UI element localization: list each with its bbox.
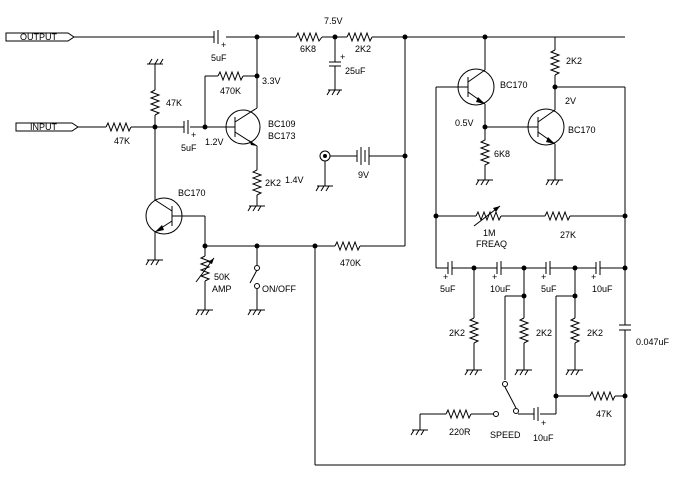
capacitor-c2: + bbox=[492, 261, 502, 282]
ground-switch bbox=[247, 309, 265, 316]
c4-label: 10uF bbox=[592, 284, 613, 294]
resistor-2k2-emitter bbox=[251, 169, 263, 196]
rail-voltage-label: 7.5V bbox=[324, 16, 343, 26]
q-amp-label: BC170 bbox=[178, 188, 206, 198]
svg-text:+: + bbox=[443, 272, 448, 282]
switch-speed-label: SPEED bbox=[490, 430, 521, 440]
capacitor-25uf: + bbox=[326, 37, 345, 96]
ground-shunt-1 bbox=[464, 369, 482, 376]
output-port: OUTPUT bbox=[5, 32, 75, 42]
resistor-47k-input bbox=[105, 121, 132, 133]
c1-label: 5uF bbox=[440, 284, 456, 294]
c-047-label: 0.047uF bbox=[636, 337, 670, 347]
r-q2-c-label: 2K2 bbox=[566, 56, 582, 66]
battery-label: 9V bbox=[358, 170, 369, 180]
c-out-label: 5uF bbox=[211, 53, 227, 63]
transistor-q-osc1 bbox=[436, 68, 495, 106]
switch-onoff-label: ON/OFF bbox=[262, 284, 296, 294]
ground-shunt-2 bbox=[514, 369, 532, 376]
capacitor-c-out: + bbox=[213, 30, 226, 50]
r-s1-label: 2K2 bbox=[449, 328, 465, 338]
capacitor-c3: + bbox=[541, 261, 551, 282]
c-speed-label: 10uF bbox=[533, 433, 554, 443]
ground-osc1 bbox=[475, 179, 493, 186]
transistor-q1 bbox=[225, 107, 261, 147]
resistor-27k bbox=[544, 210, 571, 222]
switch-speed bbox=[493, 386, 519, 417]
ground-amp-pot bbox=[195, 309, 213, 316]
output-port-label: OUTPUT bbox=[20, 32, 58, 42]
q-osc1-emitter-voltage: 0.5V bbox=[455, 118, 474, 128]
c3-label: 5uF bbox=[541, 284, 557, 294]
q-osc2-label: BC170 bbox=[568, 125, 596, 135]
input-port-label: INPUT bbox=[30, 122, 58, 132]
r-fb-label: 470K bbox=[220, 86, 241, 96]
r-q1-e-label: 2K2 bbox=[265, 178, 281, 188]
c2-label: 10uF bbox=[490, 284, 511, 294]
r-220-label: 220R bbox=[449, 427, 471, 437]
resistor-shunt-1 bbox=[468, 317, 480, 344]
ground-bias-top bbox=[147, 58, 164, 65]
capacitor-c-in: + bbox=[183, 120, 196, 140]
resistor-6k8-osc bbox=[479, 127, 491, 180]
ground-q1-emitter bbox=[247, 205, 265, 212]
capacitor-c4: + bbox=[591, 261, 601, 282]
top-rail bbox=[74, 34, 625, 40]
resistor-470k-bottom bbox=[334, 240, 361, 252]
pot-amp-name: AMP bbox=[212, 284, 232, 294]
ground-osc2 bbox=[545, 179, 563, 186]
q2-collector-voltage: 2V bbox=[565, 96, 576, 106]
svg-text:+: + bbox=[591, 272, 596, 282]
svg-text:+: + bbox=[340, 52, 345, 62]
pot-amp-value: 50K bbox=[214, 272, 230, 282]
r-out-label: 6K8 bbox=[300, 44, 316, 54]
battery-9v bbox=[315, 147, 405, 192]
capacitor-c1: + bbox=[443, 261, 453, 282]
svg-text:+: + bbox=[541, 272, 546, 282]
input-port: INPUT bbox=[15, 122, 79, 132]
q1-emitter-voltage: 1.4V bbox=[285, 175, 304, 185]
ground-q-amp bbox=[145, 259, 163, 266]
r-s3-label: 2K2 bbox=[587, 328, 603, 338]
r-6k8-label: 6K8 bbox=[494, 149, 510, 159]
r-27k-label: 27K bbox=[560, 230, 576, 240]
transistor-q-amp bbox=[145, 197, 184, 235]
ground-220r bbox=[410, 429, 428, 436]
resistor-shunt-3 bbox=[569, 317, 581, 344]
r-470k-label: 470K bbox=[340, 258, 361, 268]
svg-text:+: + bbox=[492, 272, 497, 282]
r-bias-label: 47K bbox=[166, 98, 182, 108]
pot-freaq-name: FREAQ bbox=[476, 239, 507, 249]
ground-shunt-3 bbox=[565, 369, 583, 376]
resistor-2k2-osc bbox=[549, 49, 561, 76]
resistor-220r bbox=[445, 408, 472, 420]
resistor-470k-feedback bbox=[217, 70, 244, 82]
resistor-47k-bias bbox=[149, 89, 161, 116]
capacitor-speed: + bbox=[533, 407, 546, 428]
c-in-label: 5uF bbox=[181, 143, 197, 153]
q1-alt-label: BC173 bbox=[268, 131, 296, 141]
q1-collector-voltage: 3.3V bbox=[262, 76, 281, 86]
resistor-shunt-2 bbox=[518, 317, 530, 344]
q1-base-voltage: 1.2V bbox=[205, 137, 224, 147]
q1-name-label: BC109 bbox=[268, 119, 296, 129]
potentiometer-freaq bbox=[475, 210, 502, 222]
resistor-47k-bottom bbox=[589, 390, 616, 402]
r-s2-label: 2K2 bbox=[536, 328, 552, 338]
r-in-label: 47K bbox=[114, 136, 130, 146]
r-47k-b-label: 47K bbox=[596, 409, 612, 419]
c-rail-label: 25uF bbox=[345, 66, 366, 76]
resistor-2k2-rail bbox=[346, 31, 373, 43]
svg-text:+: + bbox=[221, 40, 226, 50]
svg-text:+: + bbox=[541, 418, 546, 428]
transistor-q-osc2 bbox=[527, 108, 565, 146]
q-osc1-label: BC170 bbox=[500, 80, 528, 90]
potentiometer-amp bbox=[199, 255, 211, 282]
r-rail-label: 2K2 bbox=[355, 44, 371, 54]
svg-text:+: + bbox=[191, 130, 196, 140]
resistor-6k8-top bbox=[295, 31, 323, 43]
pot-freaq-value: 1M bbox=[483, 228, 496, 238]
